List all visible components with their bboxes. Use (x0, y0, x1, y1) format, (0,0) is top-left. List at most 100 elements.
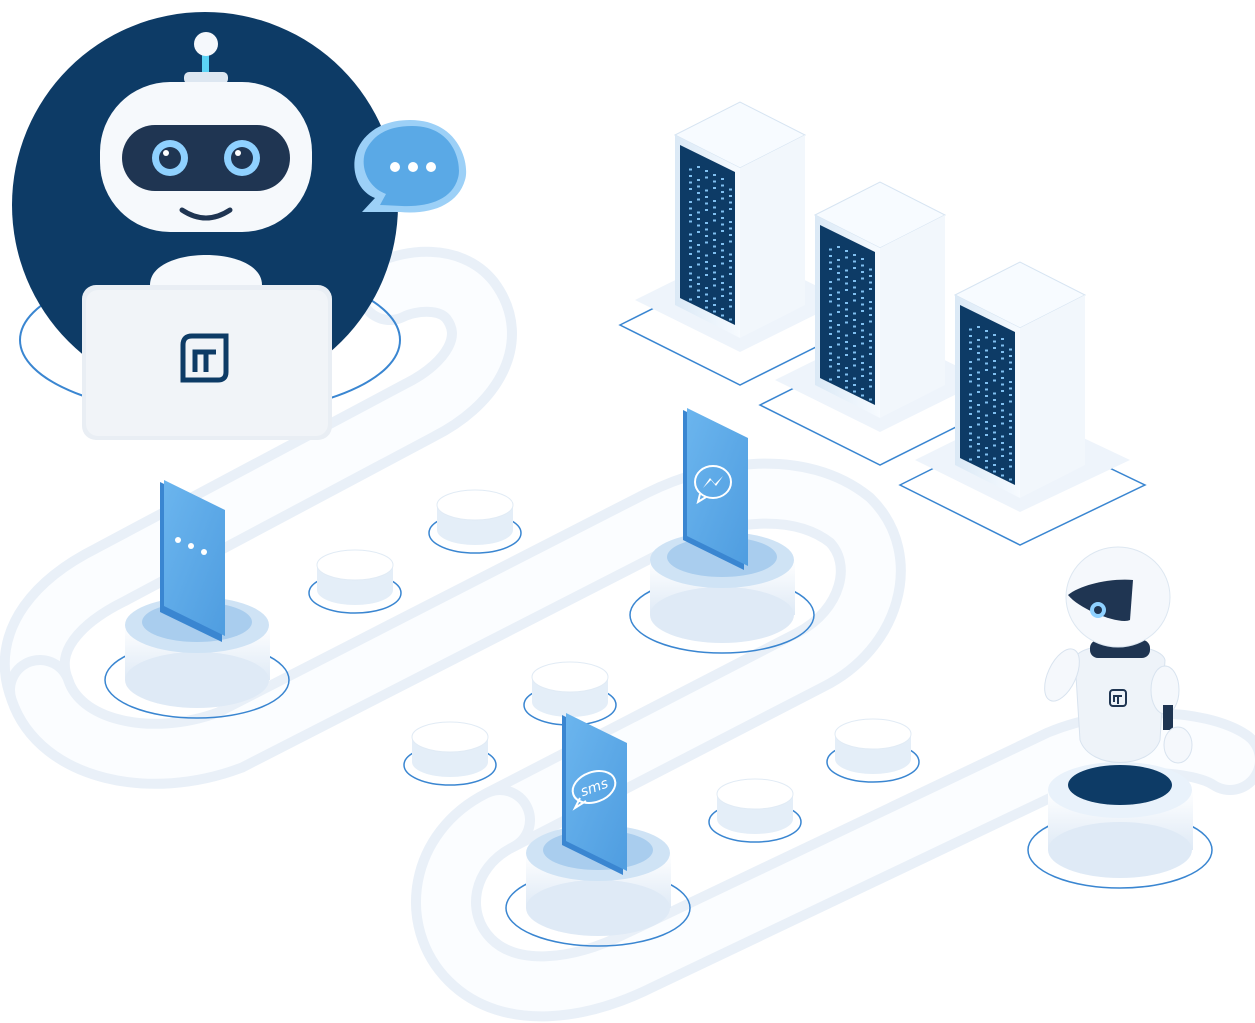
server-led (689, 168, 692, 171)
server-led (861, 258, 864, 260)
server-led (977, 404, 980, 406)
server-led (729, 240, 732, 243)
server-led (729, 260, 732, 262)
server-led (985, 388, 988, 391)
main-robot (100, 32, 312, 285)
server-led (993, 464, 996, 466)
server-led (969, 361, 972, 363)
server-led (993, 360, 996, 362)
server-led (869, 314, 872, 316)
server-led (853, 254, 856, 256)
server-led (697, 231, 700, 233)
server-led (705, 267, 708, 270)
server-led (993, 373, 996, 375)
server-led (837, 304, 840, 307)
server-led (837, 278, 840, 281)
server-led (1001, 468, 1004, 470)
server-led (985, 349, 988, 352)
server-led (969, 393, 972, 396)
server-led (721, 184, 724, 187)
server-led (845, 373, 848, 376)
round-button (708, 778, 802, 843)
server-led (705, 222, 708, 224)
server-led (977, 449, 980, 452)
server-led (1001, 370, 1004, 373)
server-led (969, 328, 972, 331)
phone-typing (160, 480, 225, 642)
brand-logo-icon (180, 333, 229, 383)
server-led (993, 470, 996, 473)
brand-logo-icon (1109, 689, 1127, 707)
server-led (985, 421, 988, 423)
server-led (969, 445, 972, 448)
server-led (969, 413, 972, 415)
server-led (689, 201, 692, 203)
server-led (829, 261, 832, 264)
server-led (729, 188, 732, 191)
server-led (689, 272, 692, 275)
server-led (713, 297, 716, 300)
server-led (861, 342, 864, 345)
server-led (697, 166, 700, 168)
server-led (689, 181, 692, 184)
server-led (985, 336, 988, 339)
server-led (977, 423, 980, 426)
server-led (985, 369, 988, 371)
phone-sms: sms (562, 713, 627, 875)
server-led (697, 289, 700, 292)
server-led (869, 320, 872, 323)
server-led (837, 246, 840, 248)
server-led (853, 377, 856, 380)
server-led (829, 281, 832, 283)
server-led (977, 378, 980, 380)
server-led (993, 366, 996, 369)
server-led (697, 250, 700, 253)
server-led (845, 334, 848, 337)
server-led (845, 315, 848, 317)
server-led (837, 337, 840, 339)
server-led (837, 291, 840, 294)
server-led (853, 364, 856, 367)
server-led (713, 265, 716, 267)
server-led (1009, 348, 1012, 351)
server-led (829, 333, 832, 335)
server-led (969, 406, 972, 409)
server-led (969, 432, 972, 435)
server-led (689, 285, 692, 288)
server-led (1001, 409, 1004, 412)
server-led (1001, 351, 1004, 353)
server-led (861, 375, 864, 377)
conveyor-buttons (308, 489, 920, 843)
server-led-dots (689, 166, 1012, 481)
pedestal-messenger (629, 532, 815, 654)
server-led (689, 233, 692, 236)
server-led (689, 253, 692, 255)
server-led (969, 439, 972, 441)
server-led (721, 210, 724, 213)
server-led (845, 308, 848, 311)
server-led (829, 294, 832, 296)
server-led (861, 355, 864, 358)
server-led (721, 230, 724, 232)
server-led (729, 305, 732, 308)
server-led (993, 405, 996, 408)
server-led (969, 335, 972, 337)
server-led (861, 271, 864, 273)
server-led (721, 178, 724, 180)
conveyor-track (0, 246, 1255, 1022)
server-led (993, 444, 996, 447)
server-led (689, 207, 692, 210)
server-led (837, 298, 840, 300)
server-led (721, 256, 724, 258)
server-led (837, 324, 840, 326)
server-led (853, 384, 856, 386)
server-led (977, 443, 980, 445)
server-led (861, 303, 864, 306)
server-led (845, 250, 848, 252)
server-led (985, 382, 988, 384)
server-led (837, 330, 840, 333)
server-led (861, 264, 864, 267)
server-led (1009, 465, 1012, 468)
server-led (845, 341, 848, 343)
